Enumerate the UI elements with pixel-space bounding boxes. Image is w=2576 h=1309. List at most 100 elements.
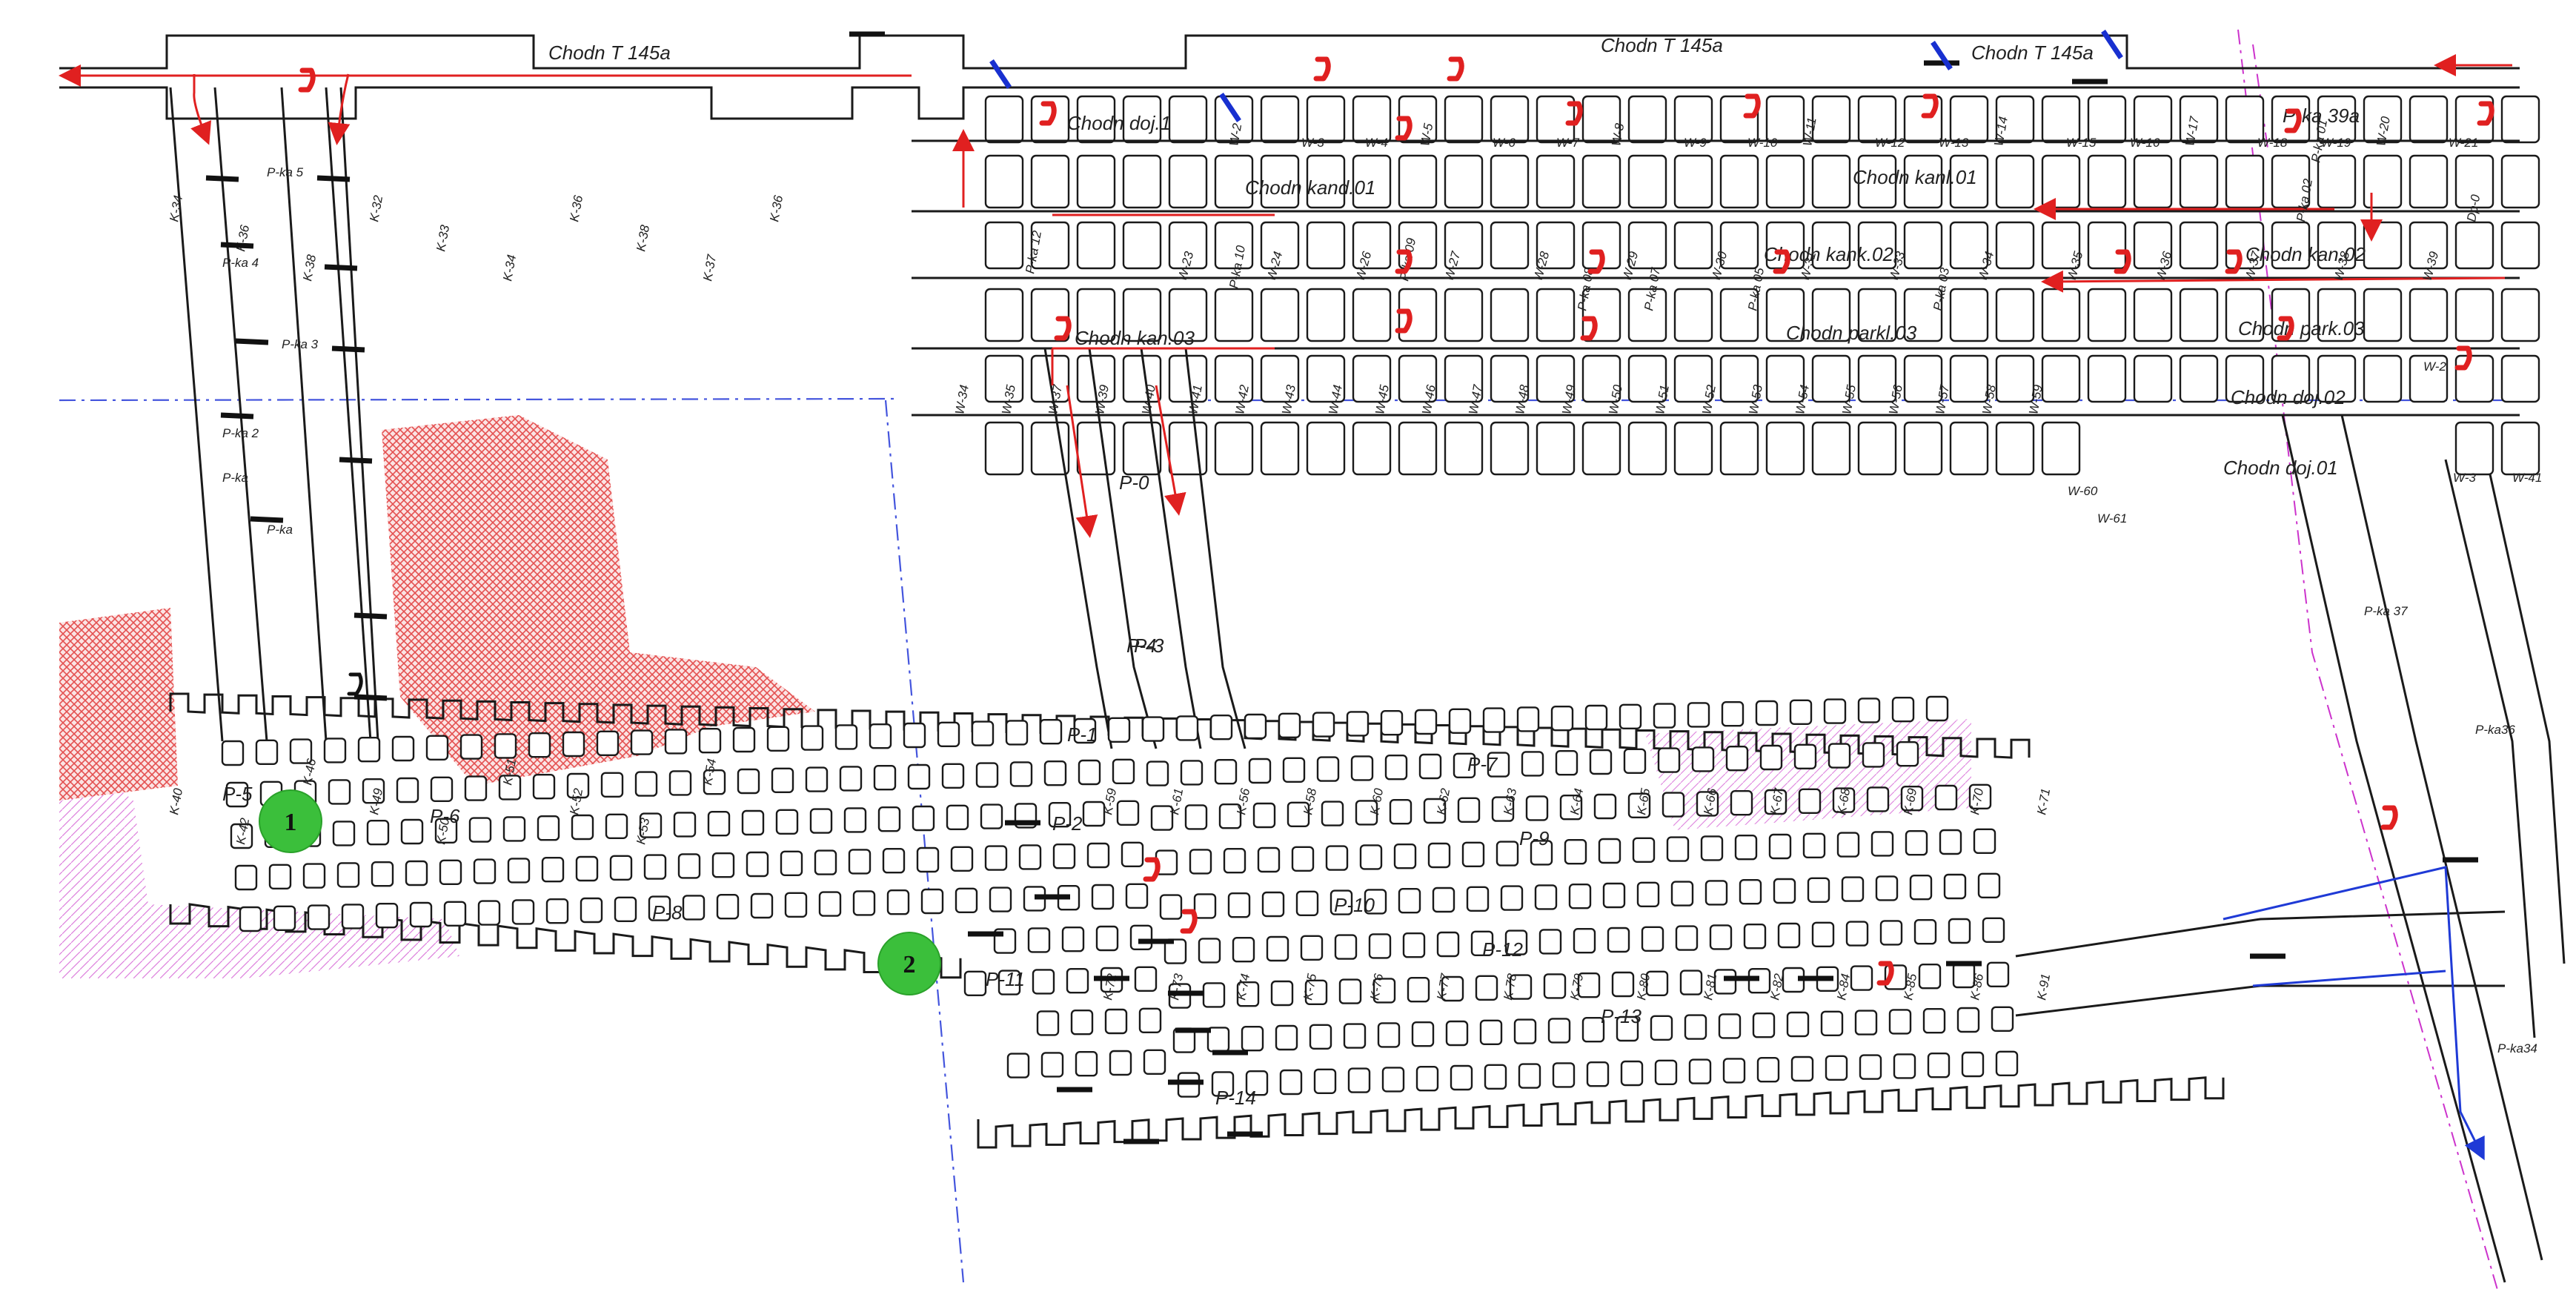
pillar	[907, 763, 931, 790]
pillar	[1670, 881, 1694, 907]
pillar	[980, 803, 1003, 829]
pillar	[1260, 221, 1300, 270]
pillar	[963, 970, 987, 997]
panel-bottom-edge	[977, 1076, 2225, 1149]
location-marker-2[interactable]: 2	[877, 932, 941, 995]
pillar	[1278, 712, 1301, 738]
ventilation-door	[2454, 345, 2472, 371]
pillar	[2454, 421, 2494, 476]
pillar	[1122, 95, 1162, 144]
pillar	[1802, 832, 1826, 859]
pillar	[1444, 95, 1484, 144]
marker-2-label: 2	[903, 951, 916, 978]
pillar	[2133, 154, 2173, 209]
pillar	[2317, 288, 2357, 342]
ventilation-door	[1039, 101, 1057, 126]
pillar	[1903, 354, 1943, 403]
pillar	[566, 772, 590, 799]
pillar	[605, 813, 628, 840]
pillar	[997, 970, 1021, 995]
pillar	[1949, 421, 1989, 476]
pillar	[400, 818, 424, 845]
pillar	[1888, 1009, 1912, 1035]
pillar	[1925, 695, 1949, 722]
pillar	[711, 852, 735, 878]
pillar	[1218, 803, 1242, 829]
map-label: K-59	[1101, 786, 1119, 815]
map-label: P-ka 2	[222, 426, 259, 440]
pillar	[366, 819, 390, 846]
pillar	[703, 769, 726, 795]
pillar	[1939, 829, 1962, 855]
pillar	[391, 735, 415, 762]
pillar	[221, 740, 245, 766]
pillar	[1903, 288, 1943, 342]
map-label: P-ka 03	[1931, 266, 1952, 312]
pillar	[1030, 154, 1070, 209]
pillar	[1811, 154, 1851, 209]
pillar	[1316, 756, 1340, 782]
map-label: K-61	[1167, 787, 1186, 816]
pillar	[1295, 890, 1319, 917]
map-label: Chodn parkl.03	[1786, 322, 1917, 344]
pillar	[1949, 154, 1989, 209]
pillar	[1490, 95, 1530, 144]
pillar	[1444, 288, 1484, 342]
pillar	[1444, 154, 1484, 209]
pillar	[1719, 354, 1759, 403]
pillar	[1244, 713, 1267, 740]
pillar	[2087, 95, 2127, 144]
pillar	[537, 815, 560, 841]
road-label-top-left: Chodn T 145a	[548, 42, 671, 64]
pillar	[596, 730, 620, 756]
pillar	[818, 891, 842, 917]
map-label: P-ka 4	[222, 256, 259, 270]
pillar	[2133, 354, 2173, 403]
stopping	[220, 242, 254, 249]
pillar	[1282, 757, 1306, 783]
map-label: W-9	[1684, 136, 1707, 150]
ventilation-door	[1143, 857, 1161, 882]
map-label: Chodn doj.01	[2223, 457, 2338, 479]
pillar	[1616, 1015, 1639, 1042]
pillar	[1619, 703, 1642, 729]
pillar	[1718, 1013, 1742, 1039]
road-label-top-right: Chodn T 145a	[1971, 42, 2094, 64]
map-label: K-53	[634, 816, 652, 845]
pillar	[984, 354, 1024, 403]
pillar	[2179, 154, 2219, 209]
pillar	[2041, 221, 2081, 270]
pillar	[1032, 969, 1055, 995]
location-marker-1[interactable]: 1	[259, 789, 322, 853]
pillar	[1423, 798, 1447, 824]
pillar	[1082, 801, 1106, 827]
pillar	[545, 898, 569, 924]
pillar	[1066, 967, 1089, 994]
pillar	[1948, 918, 1971, 944]
pillar	[1823, 698, 1847, 724]
pillar	[2087, 221, 2127, 270]
pillar	[1027, 927, 1051, 953]
pillar	[1893, 1053, 1916, 1079]
pillar	[2179, 354, 2219, 403]
pillar	[1487, 752, 1510, 778]
pillar	[1589, 749, 1613, 775]
pillar	[639, 812, 663, 838]
pillar	[1257, 846, 1281, 873]
pillar	[1346, 711, 1370, 737]
pillar	[2271, 221, 2311, 270]
pillar	[732, 726, 756, 753]
map-label: P-ka36	[2475, 723, 2515, 737]
pillar	[434, 818, 458, 844]
pillar	[1719, 221, 1759, 270]
pillar	[916, 846, 940, 873]
ventilation-door	[1565, 101, 1583, 126]
map-label: K-62	[1434, 786, 1453, 815]
pillar	[1713, 969, 1737, 995]
map-label: W-10	[1747, 136, 1778, 150]
map-label: W-7	[1556, 136, 1579, 150]
pillar	[1407, 976, 1430, 1003]
stopping	[353, 612, 388, 620]
map-label: P-ka	[267, 523, 293, 537]
pillar	[1934, 784, 1958, 811]
